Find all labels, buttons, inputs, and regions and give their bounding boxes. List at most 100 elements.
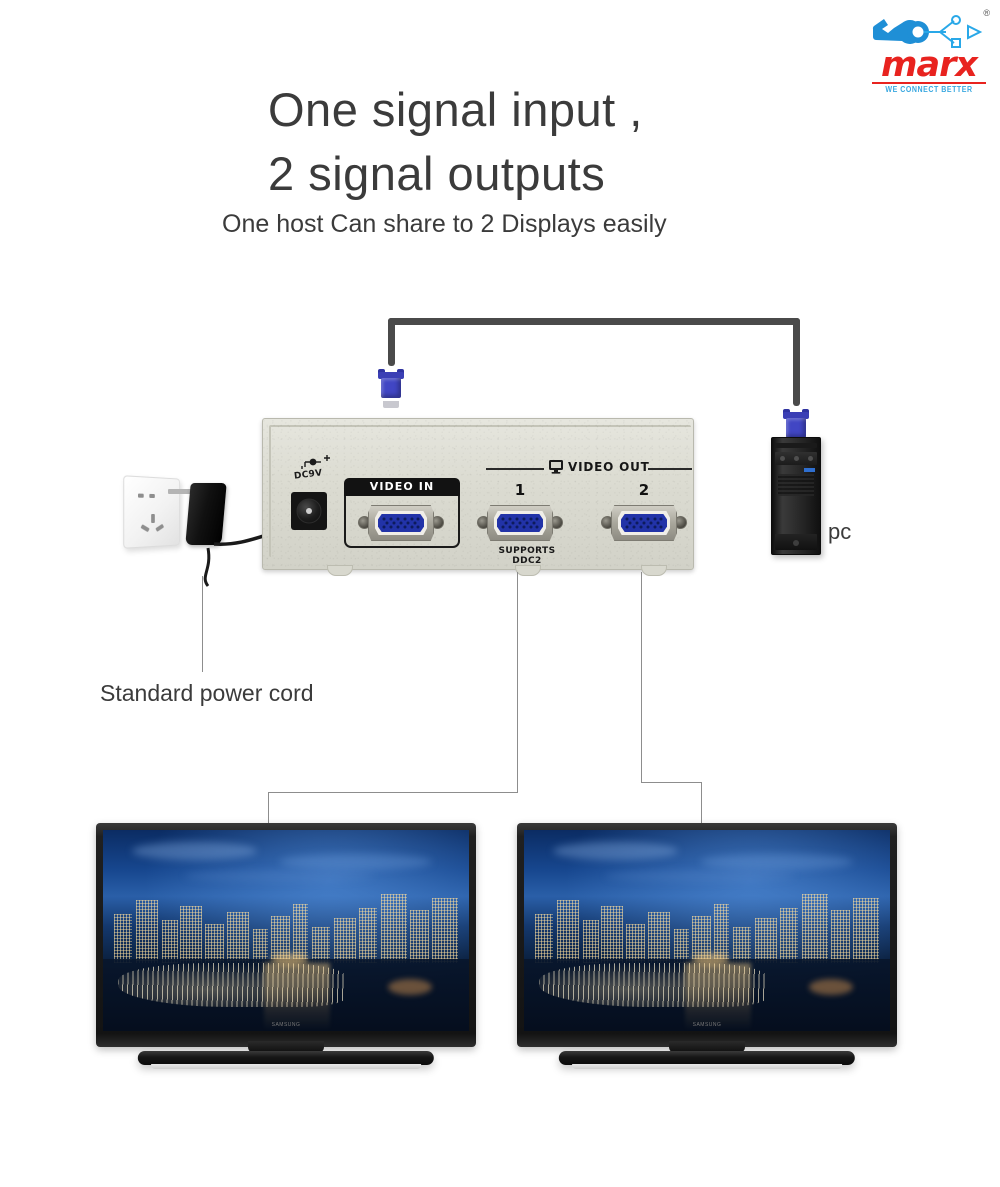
scene-building (359, 908, 378, 963)
supports-line-1: SUPPORTS (498, 546, 556, 556)
scene-building (135, 900, 158, 963)
wrench-usb-icon (872, 15, 983, 48)
scene-glow (271, 952, 308, 965)
tv-brand-text: SAMSUNG (271, 1022, 301, 1028)
scene-building (780, 908, 799, 963)
pc-mesh-panel (778, 474, 814, 496)
scene-glow (692, 952, 729, 965)
tv-screen: SAMSUNG (103, 830, 469, 1031)
tv-stand (137, 1051, 435, 1065)
logo-divider (872, 82, 986, 84)
tv-stand-neck (248, 1041, 324, 1053)
scene-building (311, 926, 330, 963)
plug-body (381, 378, 401, 398)
scene-cloud (699, 854, 854, 871)
tv-stand-edge (151, 1064, 421, 1069)
tv-stand (558, 1051, 856, 1065)
tv-bezel: SAMSUNG (517, 823, 897, 1047)
cable-left-vertical (388, 318, 395, 366)
callout-power-cord-line (202, 576, 203, 672)
scene-building (432, 898, 458, 963)
scene-building (853, 898, 879, 963)
scene-building (293, 904, 308, 963)
display-2: SAMSUNG (517, 823, 897, 1073)
dc-polarity-icon (301, 455, 330, 469)
callout-line-horizontal (641, 782, 701, 783)
scene-building (754, 918, 777, 963)
video-out-port-2-number: 2 (638, 481, 650, 499)
scene-cloud (553, 842, 678, 861)
vga-port-video-in (358, 503, 444, 543)
headline-line-2: 2 signal outputs (268, 147, 606, 200)
pc-port-dot (794, 456, 799, 461)
scene-building (674, 928, 689, 963)
pc-badge (804, 468, 815, 472)
port-pin-holes-icon (382, 517, 420, 529)
scene-building (582, 920, 600, 963)
dc-jack-pin (306, 508, 312, 514)
outlet-slot (140, 524, 150, 533)
power-cord-label: Standard power cord (100, 680, 314, 706)
device-foot (327, 565, 353, 576)
scene-marina (538, 962, 766, 1007)
pc-tower (771, 437, 821, 555)
pc-drive-bay (775, 452, 817, 465)
adapter-prongs (168, 489, 192, 494)
callout-line-vertical (517, 572, 518, 792)
vga-connector-splitter-end (378, 364, 404, 408)
video-in-label: VIDEO IN (344, 478, 460, 496)
scene-building (802, 894, 828, 963)
page-subtitle: One host Can share to 2 Displays easily (222, 210, 667, 238)
scene-building (534, 914, 554, 963)
outlet-slot-ground (151, 513, 155, 524)
scene-building (410, 910, 429, 963)
pc-label: pc (828, 519, 852, 544)
plug-tip (383, 401, 399, 408)
tv-stand-edge (572, 1064, 842, 1069)
brand-name: marx (881, 45, 978, 85)
scene-building (831, 910, 850, 963)
vga-port-video-out-2 (601, 503, 687, 543)
video-out-port-1-number: 1 (514, 481, 526, 499)
scene-glow (388, 978, 433, 995)
outlet-slot (155, 523, 165, 532)
tv-stand-neck (669, 1041, 745, 1053)
scene-cloud (132, 842, 257, 861)
pc-port-dot (808, 456, 813, 461)
page-title: One signal input , 2 signal outputs (268, 78, 828, 206)
supports-ddc2-note: SUPPORTS DDC2 (482, 546, 572, 566)
port-pin-holes-icon (625, 517, 663, 529)
video-out-label: VIDEO OUT (568, 460, 650, 474)
scene-light-reflection (264, 962, 330, 1031)
callout-line-vertical (641, 572, 642, 782)
scene-cloud (278, 854, 433, 871)
plug-shoulder (378, 372, 404, 379)
dc-power-jack (291, 492, 327, 530)
pc-power-button-icon (793, 540, 799, 546)
scene-building (732, 926, 751, 963)
video-out-rule-left (486, 468, 544, 470)
plug-body (786, 418, 806, 438)
scene-building (161, 920, 179, 963)
brand-tagline: WE CONNECT BETTER (885, 85, 973, 94)
registered-mark-icon: ® (983, 8, 990, 18)
scene-cloud (604, 870, 795, 883)
scene-building (556, 900, 579, 963)
scene-building (271, 916, 290, 963)
scene-building (648, 912, 671, 963)
scene-building (253, 928, 268, 963)
callout-line-drop (701, 782, 702, 825)
port-pin-holes-icon (501, 517, 539, 529)
tv-brand-text: SAMSUNG (692, 1022, 722, 1028)
outlet-slot (149, 493, 155, 499)
video-out-rule-right (648, 468, 692, 470)
scene-building (714, 904, 729, 963)
scene-marina (117, 962, 345, 1007)
device-foot (515, 565, 541, 576)
device-foot (641, 565, 667, 576)
scene-building (227, 912, 250, 963)
brand-logo: ® marx WE CONNECT BETTER (866, 8, 992, 96)
monitor-icon (549, 460, 563, 474)
device-texture (263, 419, 693, 569)
